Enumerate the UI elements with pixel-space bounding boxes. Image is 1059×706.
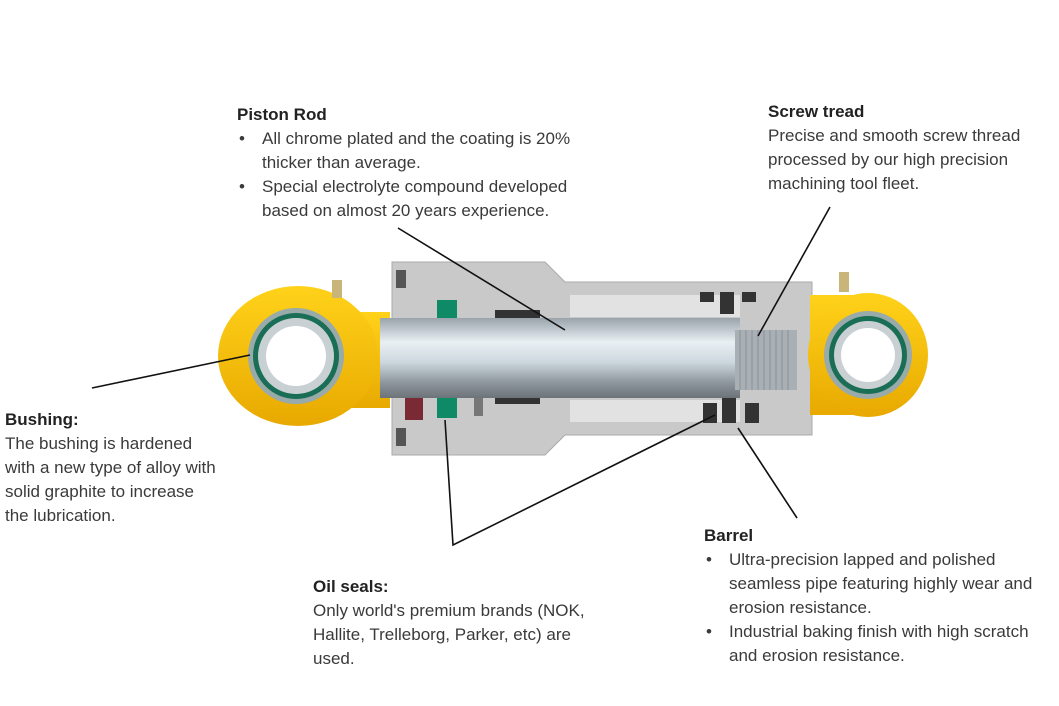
- right-eye: [808, 272, 928, 417]
- screw-tread-callout: Screw tread Precise and smooth screw thr…: [768, 100, 1058, 196]
- barrel-bullet: Ultra-precision lapped and polished seam…: [704, 548, 1049, 620]
- screw-tread-title: Screw tread: [768, 102, 865, 121]
- screw-tread-text: Precise and smooth screw thread processe…: [768, 126, 1021, 193]
- piston-rod-bullet: Special electrolyte compound developed b…: [237, 175, 617, 223]
- oil-seals-title: Oil seals:: [313, 577, 389, 596]
- oil-seals-text: Only world's premium brands (NOK, Hallit…: [313, 601, 585, 668]
- piston-rod: [380, 318, 740, 398]
- barrel-title: Barrel: [704, 526, 754, 545]
- barrel-callout: Barrel Ultra-precision lapped and polish…: [704, 524, 1049, 668]
- left-rod-eye: [218, 280, 390, 426]
- piston-rod-bullet: All chrome plated and the coating is 20%…: [237, 127, 612, 175]
- piston-rod-title: Piston Rod: [237, 105, 327, 124]
- barrel-bullet: Industrial baking finish with high scrat…: [704, 620, 1049, 668]
- piston-rod-callout: Piston Rod All chrome plated and the coa…: [237, 103, 637, 223]
- bushing-callout: Bushing: The bushing is hardened with a …: [5, 408, 220, 528]
- screw-thread: [735, 330, 797, 390]
- oil-seals-callout: Oil seals: Only world's premium brands (…: [313, 575, 603, 671]
- leader-lines: [91, 206, 831, 547]
- bushing-text: The bushing is hardened with a new type …: [5, 434, 216, 525]
- bushing-title: Bushing:: [5, 410, 79, 429]
